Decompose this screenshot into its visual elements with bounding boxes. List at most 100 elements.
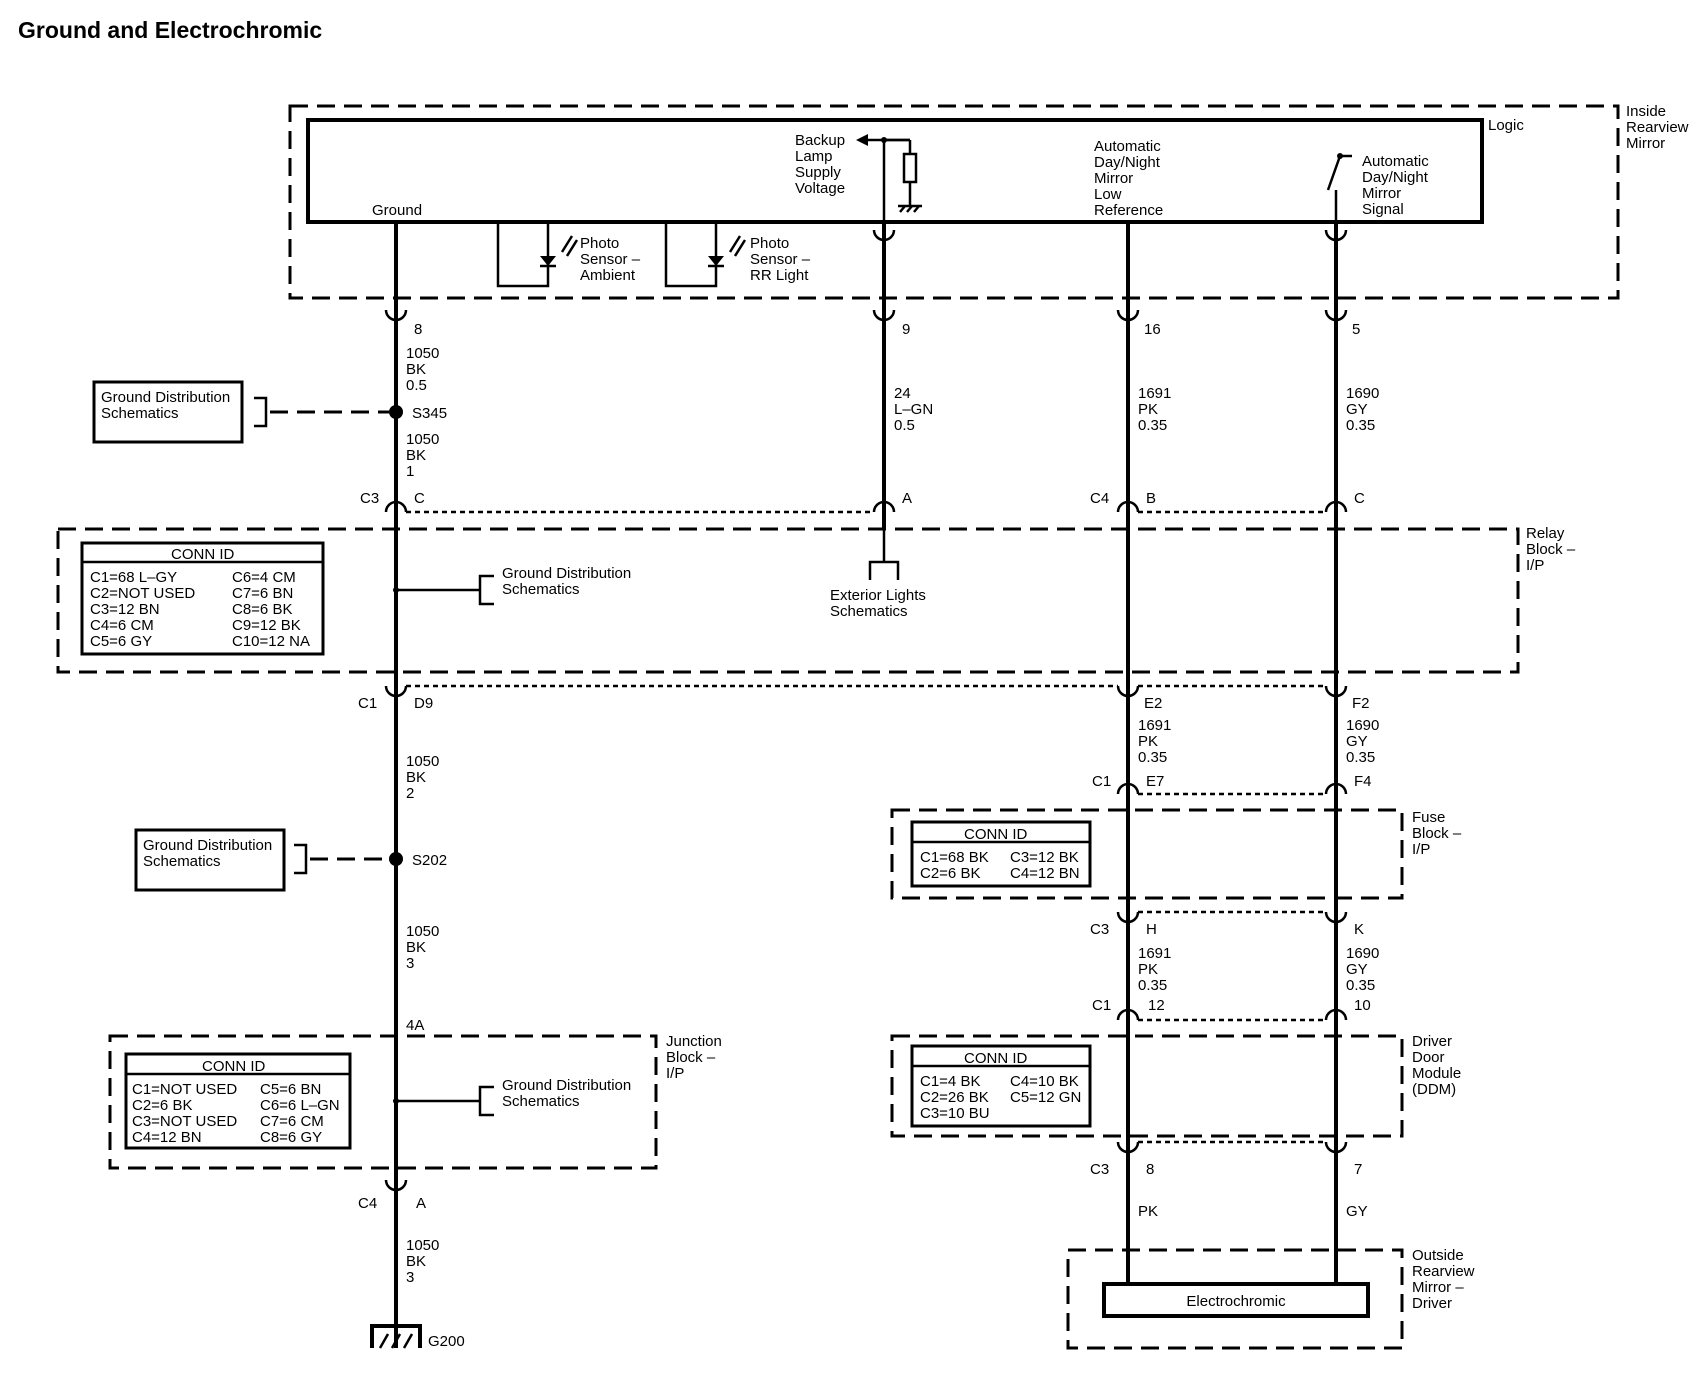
svg-text:10: 10 [1354,997,1371,1014]
svg-text:F4: F4 [1354,773,1372,790]
fuse-conn-id-table [910,820,1092,888]
inside-mirror-outline [288,104,1620,300]
svg-text:C: C [414,490,425,507]
svg-text:F2: F2 [1352,695,1370,712]
svg-text:C1: C1 [1092,997,1111,1014]
svg-text:CONN ID: CONN ID [964,1050,1028,1067]
outside-mirror-outline [1066,1248,1404,1350]
ddm-conn-id-table [910,1044,1092,1128]
svg-text:S202: S202 [412,852,447,869]
svg-text:CONN ID: CONN ID [202,1058,266,1075]
junction-block-outline [108,1034,658,1170]
backup-supply-symbol [856,134,922,222]
svg-text:4A: 4A [406,1017,424,1034]
photo-sensor-ambient: Photo Sensor – Ambient [496,222,644,288]
svg-text:K: K [1354,921,1364,938]
svg-text:C3: C3 [1090,921,1109,938]
logic-box [306,118,1484,224]
svg-text:C1: C1 [358,695,377,712]
svg-text:8: 8 [1146,1161,1154,1178]
svg-text:12: 12 [1148,997,1165,1014]
ddm-outline [890,1034,1404,1138]
relay-block-outline [56,527,1520,674]
fuse-block-outline [890,808,1404,900]
backup-lamp-label: Backup Lamp Supply Voltage [795,132,849,197]
svg-text:C3: C3 [1090,1161,1109,1178]
svg-text:C4: C4 [1090,490,1109,507]
svg-text:A: A [416,1195,426,1212]
ground-distribution-ref-box-2 [134,828,286,892]
wires [394,190,1338,1348]
photo-sensor-rr-light: Photo Sensor – RR Light [664,222,814,288]
svg-text:5: 5 [1352,321,1360,338]
svg-text:Electrochromic: Electrochromic [1186,1293,1286,1310]
svg-text:Photo Sensor –: Photo Sensor – Ambient [580,235,644,284]
svg-text:A: A [902,490,912,507]
svg-text:CONN ID: CONN ID [171,546,235,563]
logic-label: Logic [1488,117,1524,134]
circuit-gy-4: GY [1346,1203,1368,1220]
svg-text:C1: C1 [1092,773,1111,790]
svg-text:Photo Sensor –: Photo Sensor – RR Light [750,235,814,284]
svg-text:9: 9 [902,321,910,338]
svg-text:C: C [1354,490,1365,507]
svg-text:E7: E7 [1146,773,1164,790]
connector-shells [406,510,1326,1144]
inside-mirror-name: Inside Rearview Mirror [1626,103,1693,152]
svg-text:16: 16 [1144,321,1161,338]
svg-text:C4: C4 [358,1195,377,1212]
signal-switch-symbol [1326,153,1352,191]
signal-label: Automatic Day/Night Mirror Signal [1362,153,1433,218]
svg-text:E2: E2 [1144,695,1162,712]
electrochromic-element [1102,1282,1370,1318]
mirror-pins: 8 9 16 5 [414,321,1360,338]
ground-distribution-ref-box-1 [92,380,244,444]
svg-text:7: 7 [1354,1161,1362,1178]
low-reference-label: Automatic Day/Night Mirror Low Reference [1094,138,1165,219]
diagram-title: Ground and Electrochromic [18,17,322,43]
ground-terminal-label: Ground [372,202,422,219]
svg-text:H: H [1146,921,1157,938]
junction-conn-id-table [124,1052,352,1150]
svg-text:G200: G200 [428,1333,465,1350]
svg-text:8: 8 [414,321,422,338]
svg-text:D9: D9 [414,695,433,712]
circuit-pk-4: PK [1138,1203,1158,1220]
svg-text:B: B [1146,490,1156,507]
inside-rearview-mirror: Logic Inside Rearview Mirror Ground Back… [288,103,1693,300]
